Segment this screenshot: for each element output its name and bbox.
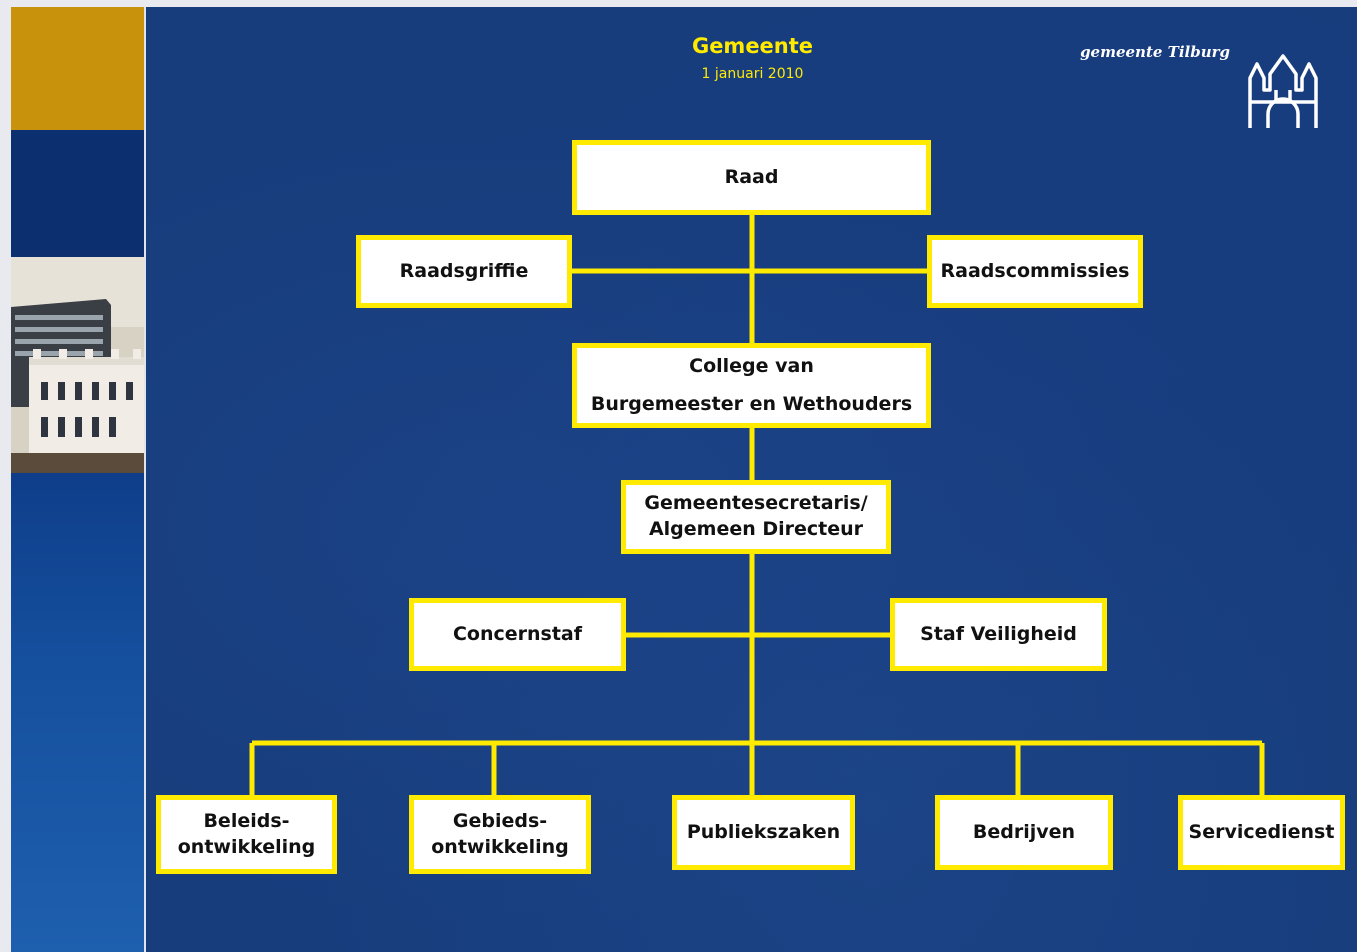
box-staf-veiligheid: Staf Veiligheid xyxy=(890,598,1107,671)
box-publiekszaken-label: Publiekszaken xyxy=(686,820,841,843)
box-staf-veiligheid-label: Staf Veiligheid xyxy=(920,622,1077,645)
box-servicedienst: Servicedienst xyxy=(1178,795,1345,870)
box-publiekszaken: Publiekszaken xyxy=(672,795,855,870)
box-bedrijven-label: Bedrijven xyxy=(972,820,1076,843)
box-raadscommissies: Raadscommissies xyxy=(927,235,1143,308)
box-raad: Raad xyxy=(572,140,931,215)
box-servicedienst-label: Servicedienst xyxy=(1188,820,1335,843)
box-raadsgriffie: Raadsgriffie xyxy=(356,235,572,308)
box-raadsgriffie-label: Raadsgriffie xyxy=(399,259,529,282)
box-raadscommissies-label: Raadscommissies xyxy=(940,259,1130,282)
box-bedrijven: Bedrijven xyxy=(935,795,1113,870)
vertical-divider xyxy=(144,7,146,952)
box-concernstaf: Concernstaf xyxy=(409,598,626,671)
box-college-line1: College van xyxy=(689,354,814,377)
slide-title: Gemeente xyxy=(691,34,814,58)
box-gemeentesecretaris: Gemeentesecretaris/ Algemeen Directeur xyxy=(621,480,891,554)
building-illustration xyxy=(11,257,144,473)
gold-accent-block xyxy=(11,7,144,130)
box-beleidsontwikkeling-line1: Beleids- xyxy=(203,809,290,832)
box-gemeentesecretaris-line1: Gemeentesecretaris/ xyxy=(644,492,868,515)
brand-name: gemeente Tilburg xyxy=(1080,43,1230,61)
box-gebiedsontwikkeling-line2: ontwikkeling xyxy=(431,835,569,858)
box-concernstaf-label: Concernstaf xyxy=(452,622,583,645)
box-beleidsontwikkeling: Beleids- ontwikkeling xyxy=(156,795,337,874)
box-gebiedsontwikkeling-line1: Gebieds- xyxy=(452,809,548,832)
box-beleidsontwikkeling-line2: ontwikkeling xyxy=(177,835,316,858)
box-gebiedsontwikkeling: Gebieds- ontwikkeling xyxy=(409,795,591,874)
box-college-line2: Burgemeester en Wethouders xyxy=(590,392,913,415)
box-raad-label: Raad xyxy=(724,165,779,188)
dark-blue-band xyxy=(11,131,144,257)
city-hall-photo xyxy=(11,257,144,473)
box-gemeentesecretaris-line2: Algemeen Directeur xyxy=(648,518,864,540)
slide-date: 1 januari 2010 xyxy=(701,66,804,82)
box-college: College van Burgemeester en Wethouders xyxy=(572,343,931,428)
tilburg-castle-logo-icon xyxy=(1248,54,1318,128)
